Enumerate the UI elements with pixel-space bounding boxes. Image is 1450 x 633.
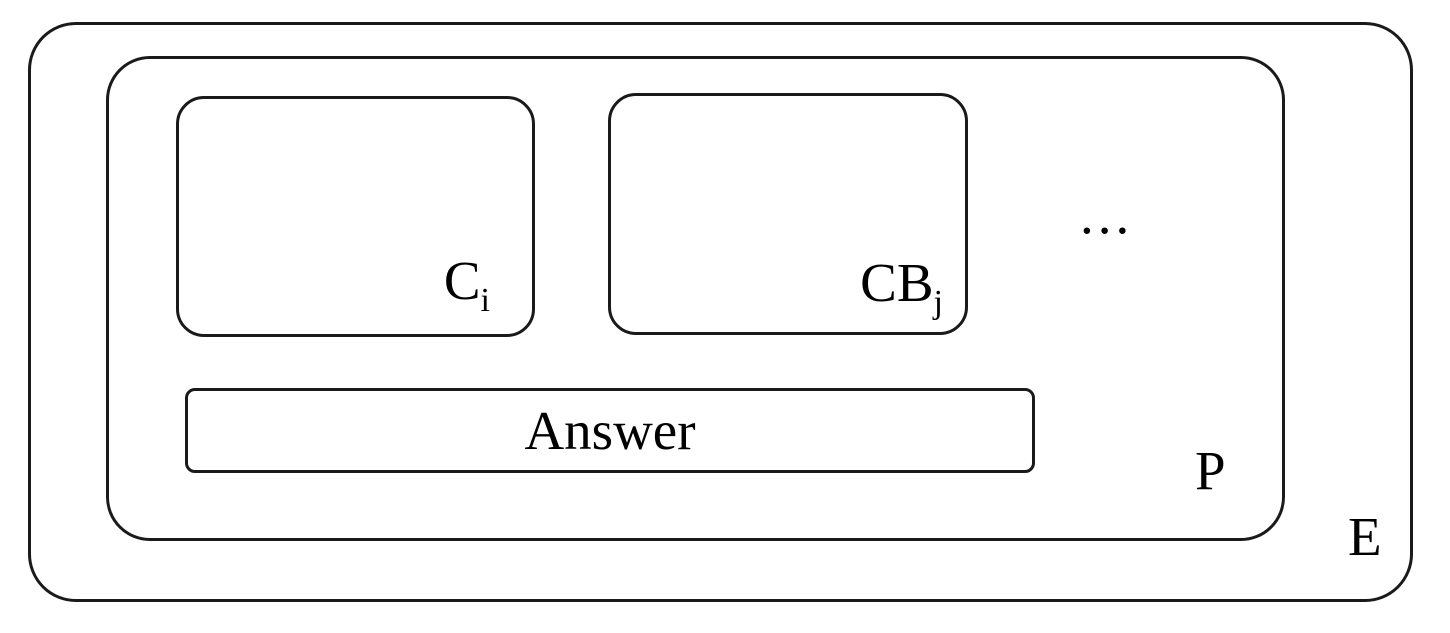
more-boxes-ellipsis: ... xyxy=(1080,184,1134,245)
choice-label-subscript: i xyxy=(480,282,490,319)
choice-label-base: C xyxy=(443,250,481,311)
answer-box: Answer xyxy=(185,388,1035,473)
problem-box-label: P xyxy=(1195,440,1226,501)
choice-box-label: Ci xyxy=(443,250,490,318)
checkbox-label-subscript: j xyxy=(933,284,943,321)
checkbox-box: CBj xyxy=(608,93,968,335)
environment-box: Ci CBj ... Answer P E xyxy=(28,22,1413,602)
problem-box: Ci CBj ... Answer P xyxy=(106,56,1285,541)
choice-box: Ci xyxy=(176,96,535,337)
checkbox-label-base: CB xyxy=(860,252,934,313)
checkbox-box-label: CBj xyxy=(860,252,943,320)
answer-box-label: Answer xyxy=(524,400,696,461)
environment-box-label: E xyxy=(1348,506,1382,567)
